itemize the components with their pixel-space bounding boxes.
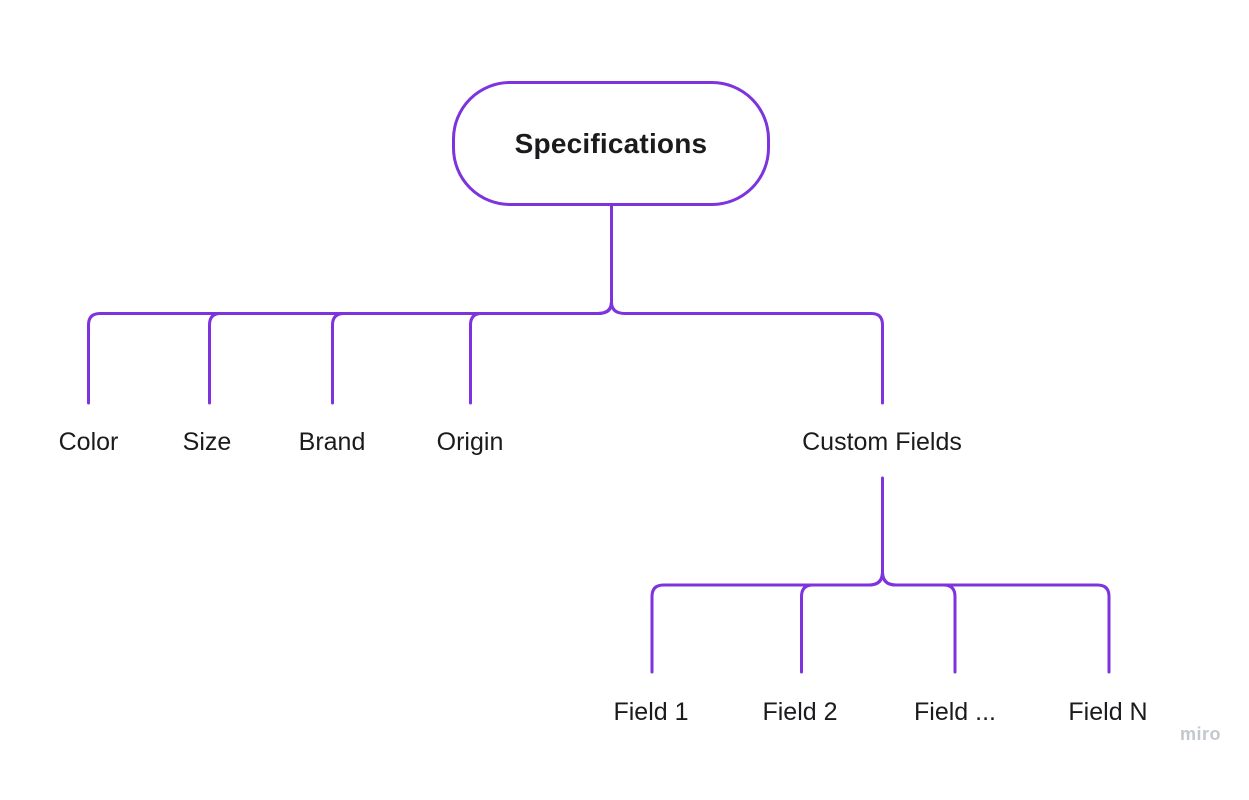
node-field-2[interactable]: Field 2 (762, 698, 838, 726)
node-field-1[interactable]: Field 1 (613, 698, 689, 726)
node-brand[interactable]: Brand (298, 428, 366, 456)
connector-root-to-color (87, 300, 613, 405)
node-custom-fields[interactable]: Custom Fields (802, 428, 962, 456)
node-color[interactable]: Color (58, 428, 119, 456)
node-size[interactable]: Size (182, 428, 232, 456)
connector-custom-fields-to-field-1 (650, 570, 884, 674)
connector-root-to-origin (469, 300, 613, 405)
connector-custom-fields-to-field-n (881, 570, 1111, 674)
node-specifications-label: Specifications (514, 127, 708, 159)
node-field-dots[interactable]: Field ... (914, 698, 996, 726)
connector-custom-fields-to-field-dots (881, 570, 957, 674)
node-field-n[interactable]: Field N (1068, 698, 1148, 726)
connector-root-to-size (208, 300, 613, 405)
miro-watermark: miro (1179, 724, 1221, 744)
connector-root-to-custom-fields (610, 300, 884, 405)
connector-custom-fields-to-field-2 (800, 570, 884, 674)
node-origin[interactable]: Origin (436, 428, 504, 456)
node-specifications[interactable]: Specifications (452, 81, 770, 206)
